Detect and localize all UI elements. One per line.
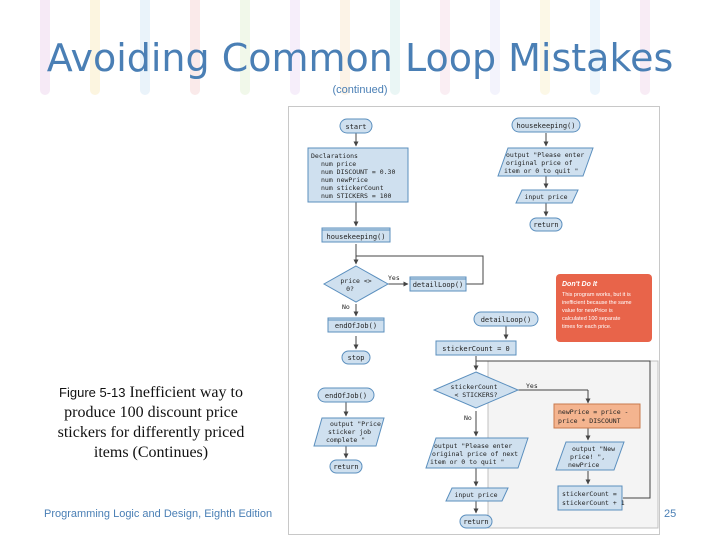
sticker-decision-text: stickerCount < STICKERS? (451, 383, 502, 399)
housekeeping-input-label: input price (524, 193, 567, 201)
price-yes-label: Yes (388, 274, 400, 282)
footer-text: Programming Logic and Design, Eighth Edi… (44, 508, 272, 520)
detail-loop-call-label: detailLoop() (413, 281, 464, 289)
end-of-job-return-label: return (333, 463, 358, 471)
page-number: 25 (664, 508, 676, 520)
detail-input-label: input price (454, 491, 497, 499)
stop-label: stop (348, 354, 365, 362)
sticker-count-init-label: stickerCount = 0 (442, 345, 509, 353)
housekeeping-output-text: output "Please enter original price of i… (504, 151, 588, 175)
flowchart-svg: start Declarations num price num DISCOUN… (288, 106, 662, 536)
flowchart-figure: start Declarations num price num DISCOUN… (288, 106, 662, 541)
housekeeping-call-label: housekeeping() (326, 233, 385, 241)
end-of-job-header-label: endOfJob() (325, 392, 367, 400)
sticker-no-label: No (464, 414, 472, 422)
slide-subtitle: (continued) (0, 84, 720, 96)
slide-title: Avoiding Common Loop Mistakes (0, 36, 720, 80)
price-no-label: No (342, 303, 350, 311)
housekeeping-header-label: housekeeping() (516, 122, 575, 130)
note-title: Don't Do It (562, 281, 598, 288)
start-label: start (345, 123, 366, 131)
housekeeping-return-label: return (533, 221, 558, 229)
detail-return-label: return (463, 518, 488, 526)
figure-label: Figure 5-13 (59, 385, 125, 400)
sticker-increment-text: stickerCount = stickerCount + 1 (562, 490, 625, 507)
end-of-job-call-label: endOfJob() (335, 322, 377, 330)
figure-caption: Figure 5-13 Inefficient way to produce 1… (40, 383, 262, 463)
detail-loop-header-label: detailLoop() (481, 316, 532, 324)
sticker-yes-label: Yes (526, 382, 538, 390)
